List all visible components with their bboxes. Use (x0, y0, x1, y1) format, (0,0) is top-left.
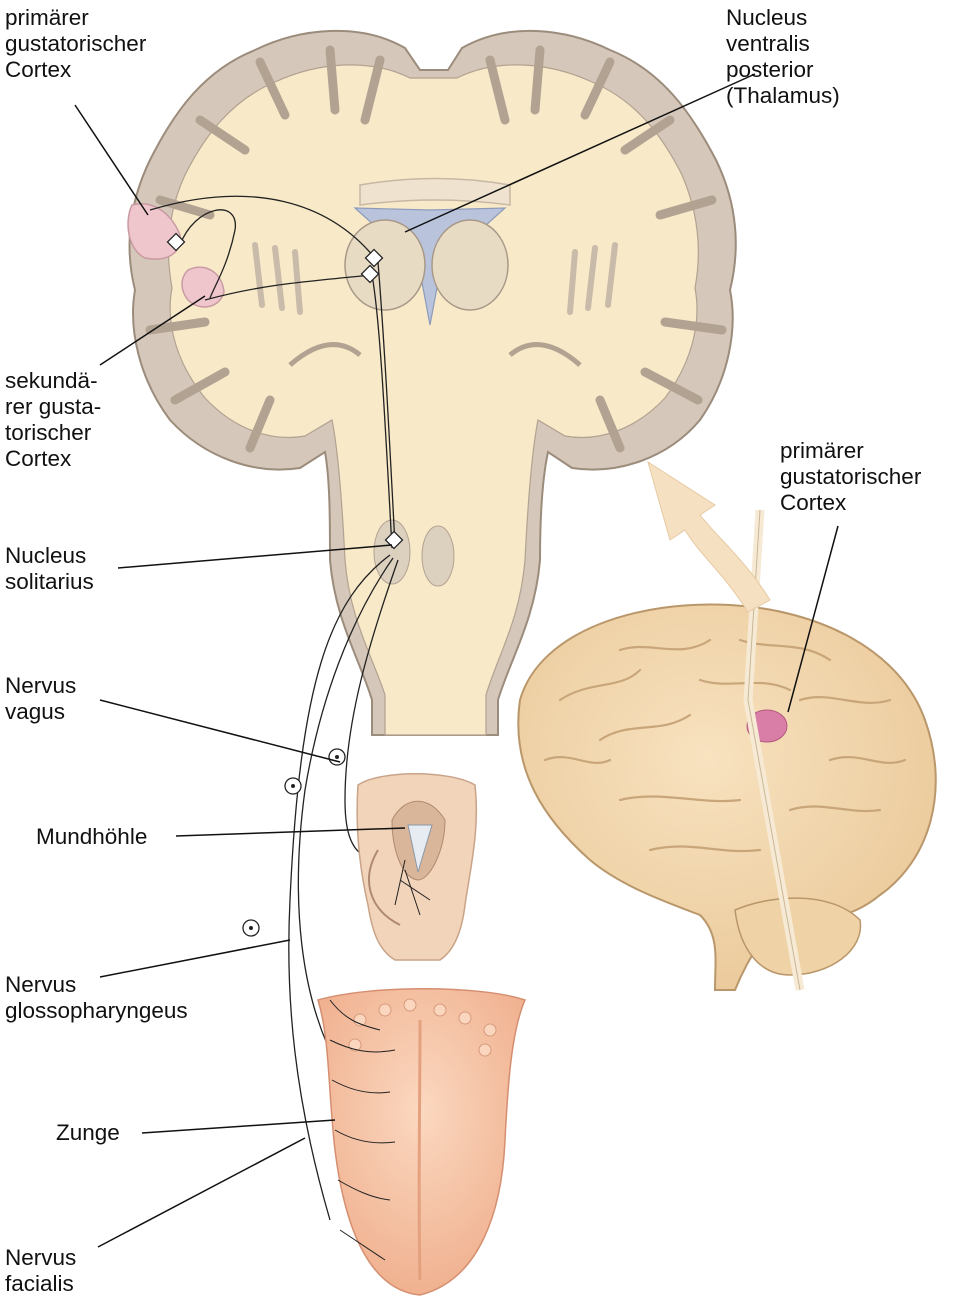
label-primary-gustatory-cortex-left: primärer gustatorischer Cortex (5, 5, 147, 82)
lateral-brain-illustration (517, 509, 937, 991)
label-nervus-facialis: Nervus facialis (5, 1245, 77, 1296)
label-nucleus-ventralis-posterior: Nucleus ventralis posterior (Thalamus) (726, 5, 840, 108)
corpus-callosum (359, 177, 511, 206)
label-zunge: Zunge (56, 1120, 120, 1145)
label-nervus-glossopharyngeus: Nervus glossopharyngeus (5, 972, 188, 1023)
label-mundhoehle: Mundhöhle (36, 824, 148, 849)
label-nucleus-solitarius: Nucleus solitarius (5, 543, 94, 594)
nucleus-solitarius-region (373, 519, 411, 585)
orientation-arrow (647, 460, 771, 613)
secondary-gustatory-area (181, 266, 225, 308)
label-secondary-gustatory-cortex: sekundä- rer gusta- torischer Cortex (5, 368, 102, 471)
temporal-horn-left (288, 342, 362, 367)
sulci (145, 45, 727, 453)
brainstem-nucleus-right (421, 525, 455, 587)
oral-cavity-illustration (356, 773, 478, 961)
tongue-illustration (317, 988, 527, 1296)
taste-papillae (348, 998, 497, 1057)
label-primary-gustatory-cortex-right: primärer gustatorischer Cortex (780, 438, 922, 515)
coronal-brain-section (127, 29, 737, 736)
label-nervus-vagus: Nervus vagus (5, 673, 77, 724)
temporal-horn-right (508, 342, 582, 367)
thalamus-right (431, 219, 509, 311)
leader-lines (74, 73, 839, 1248)
thalamus-left (344, 219, 426, 311)
